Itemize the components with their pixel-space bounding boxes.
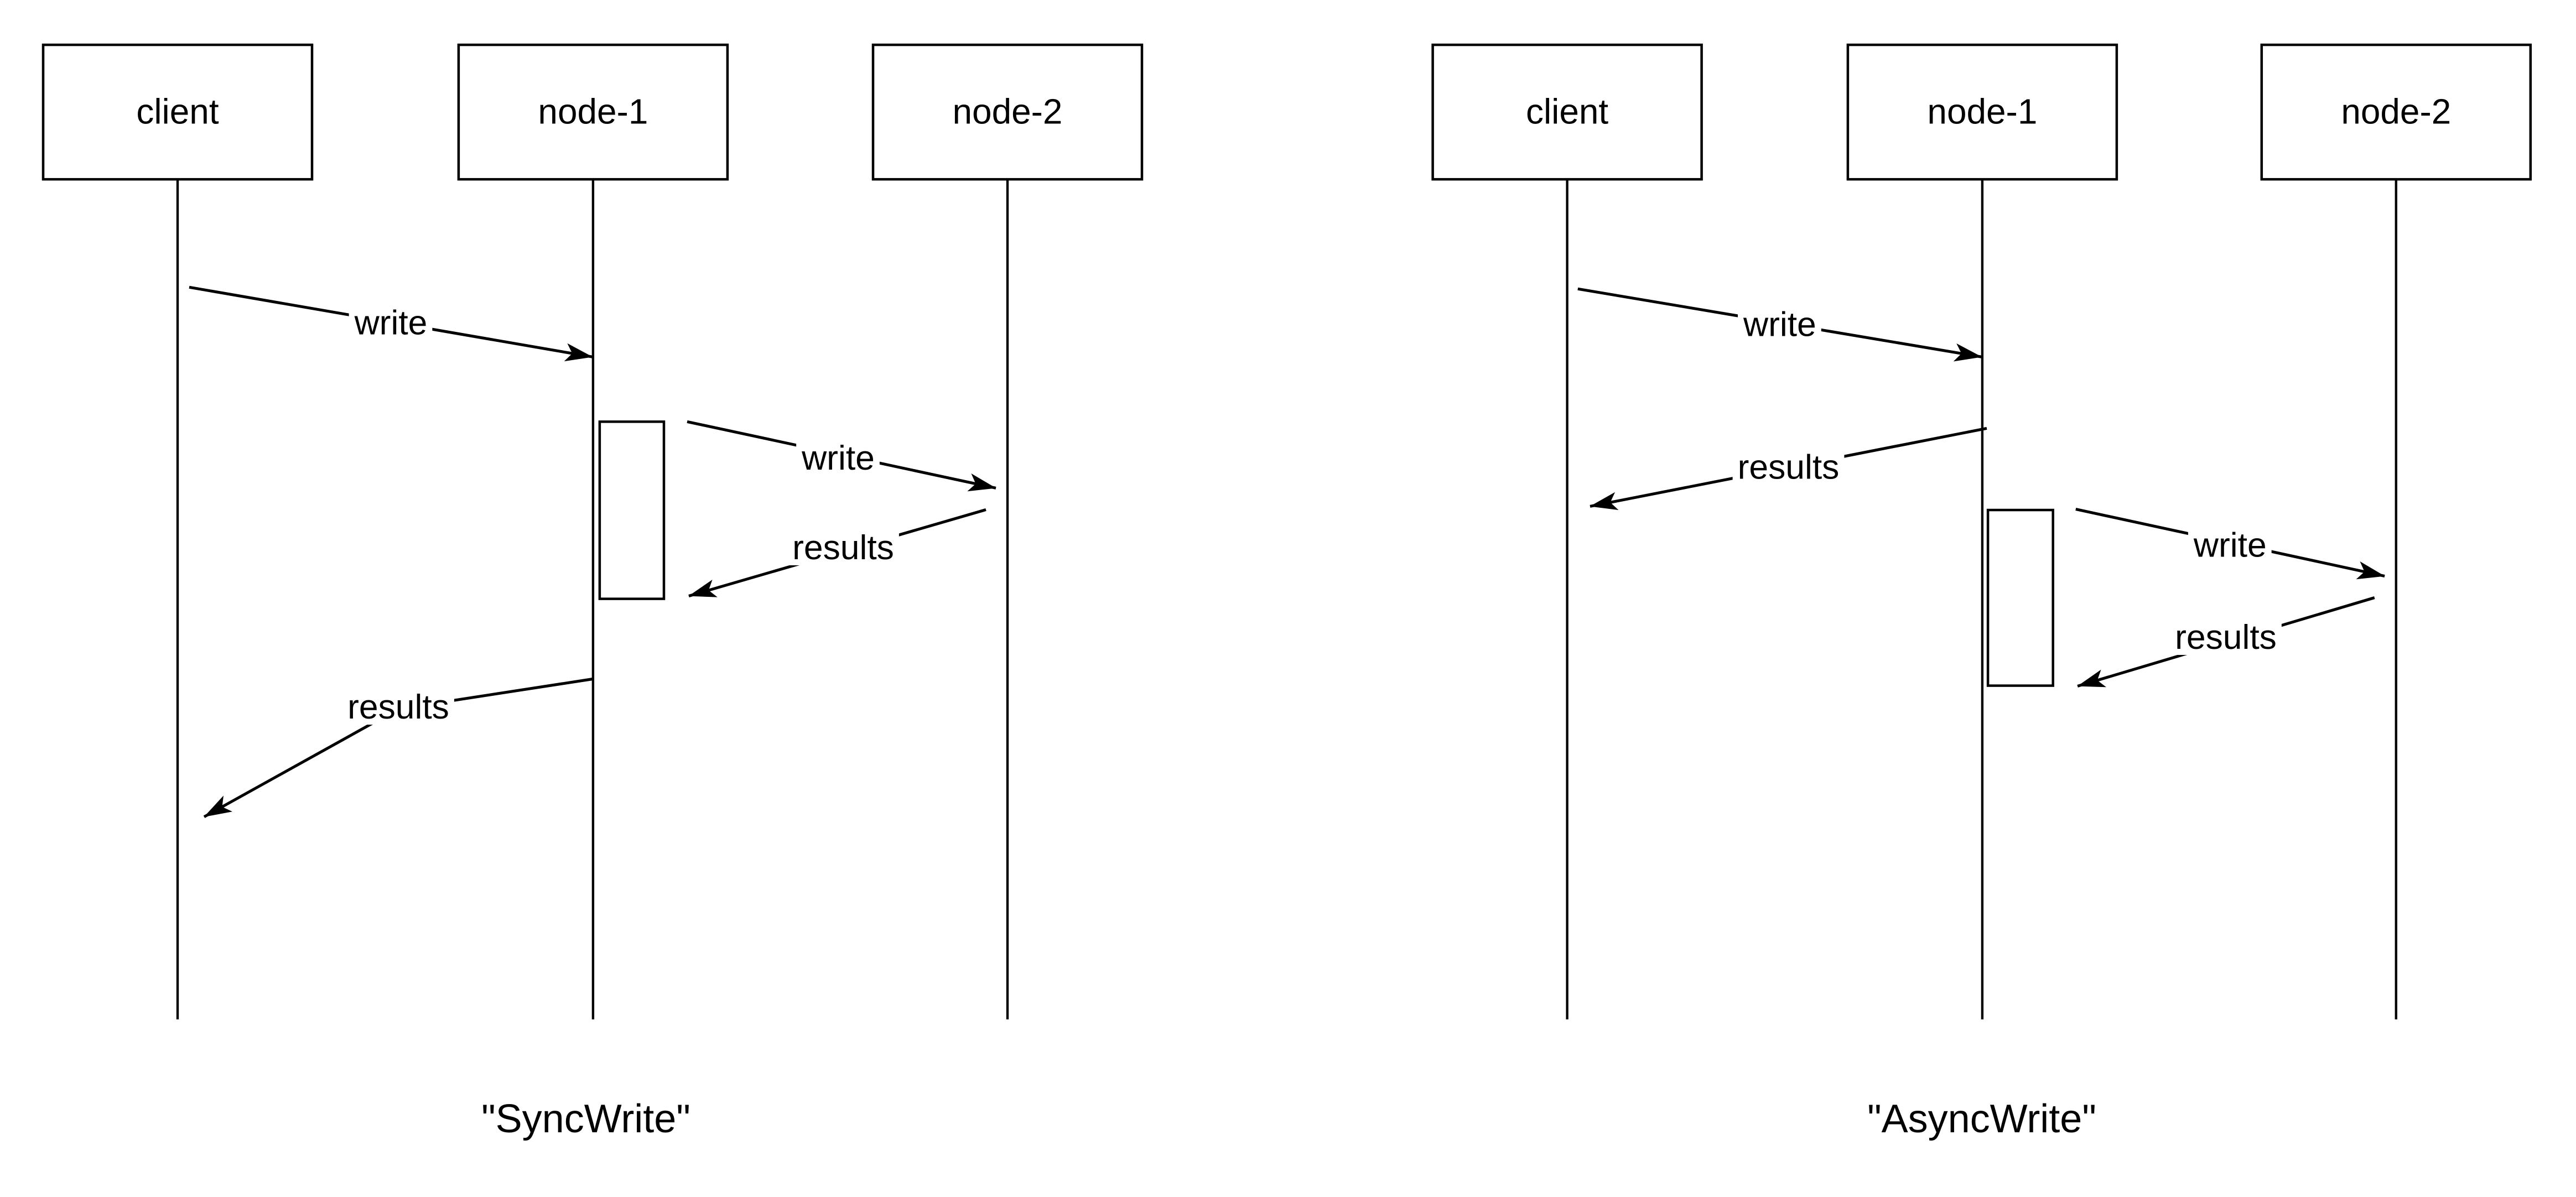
label-background: [2188, 528, 2272, 563]
message-label: results: [347, 688, 449, 726]
message-write-client-to-node-1: write: [1577, 287, 1982, 362]
actor-box: [2260, 43, 2532, 181]
actor-node-1: node-1: [1846, 43, 2118, 181]
message-label: results: [792, 529, 894, 567]
label-background: [1732, 450, 1845, 485]
actor-label: node-2: [2341, 92, 2451, 132]
actor-label: node-1: [538, 92, 648, 132]
message-write-node-1-to-node-2: write: [2075, 508, 2385, 580]
activation-bar-node-1: [1986, 508, 2054, 687]
message-results-node-2-to-node-1: results: [2077, 596, 2375, 688]
actor-label: client: [136, 92, 219, 132]
activation-bar-node-1: [598, 420, 666, 600]
diagram-caption: "AsyncWrite": [1867, 1097, 2096, 1141]
message-results-node-2-to-node-1: results: [688, 508, 986, 597]
actor-label: node-2: [953, 92, 1063, 132]
message-label: results: [1738, 448, 1840, 486]
message-label: results: [2175, 618, 2277, 657]
actor-label: node-1: [1927, 92, 2037, 132]
actor-label: client: [1526, 92, 1608, 132]
label-background: [796, 440, 880, 476]
diagram-caption: "SyncWrite": [481, 1097, 690, 1141]
message-results-node-1-to-client: results: [203, 678, 593, 818]
diagram-syncwrite: client node-1 node-2 write write re: [41, 43, 1144, 1141]
actor-client: client: [41, 43, 314, 181]
actor-box: [41, 43, 314, 181]
actor-node-1: node-1: [457, 43, 729, 181]
message-label: write: [354, 304, 428, 342]
message-write-client-to-node-1: write: [189, 285, 593, 362]
message-label: write: [801, 439, 875, 477]
actor-box: [871, 43, 1144, 181]
message-results-node-1-to-client: results: [1590, 426, 1987, 511]
message-label: write: [2193, 526, 2267, 564]
diagram-asyncwrite: client node-1 node-2 write results: [1431, 43, 2532, 1141]
actor-client: client: [1431, 43, 1703, 181]
label-background: [2170, 620, 2282, 655]
label-background: [349, 305, 433, 341]
actor-node-2: node-2: [871, 43, 1144, 181]
label-background: [342, 690, 454, 725]
actor-node-2: node-2: [2260, 43, 2532, 181]
label-background: [787, 530, 899, 565]
message-label: write: [1743, 305, 1816, 344]
message-write-node-1-to-node-2: write: [687, 420, 996, 492]
label-background: [1738, 307, 1821, 342]
actor-box: [1846, 43, 2118, 181]
actor-box: [457, 43, 729, 181]
actor-box: [1431, 43, 1703, 181]
